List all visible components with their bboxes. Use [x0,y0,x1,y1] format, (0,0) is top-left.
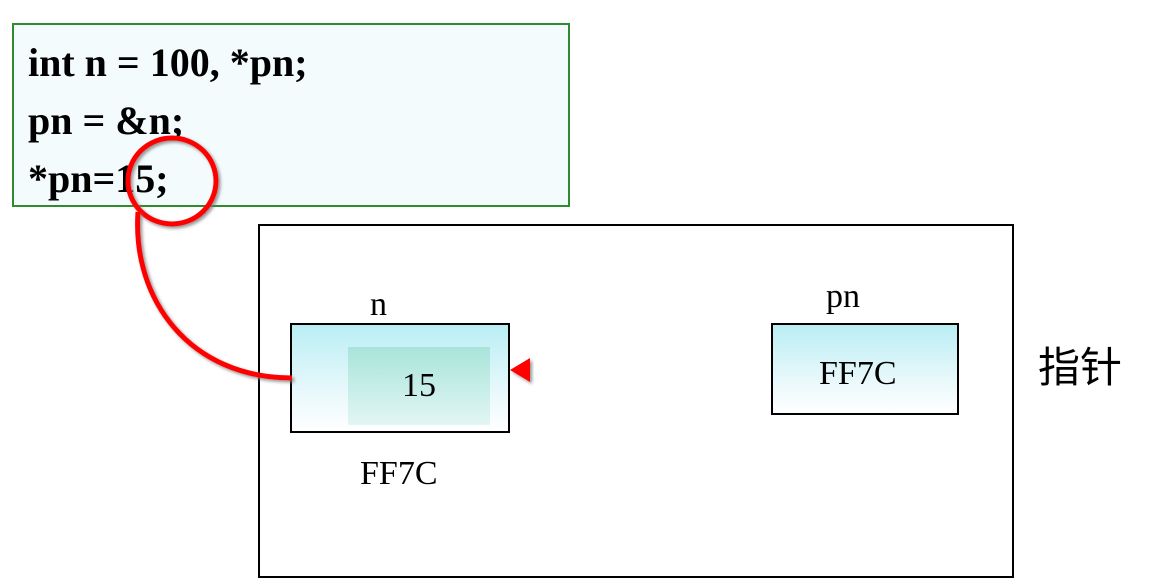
pointer-arrow-head [510,358,530,382]
var-n-value: 15 [402,367,436,404]
var-pn-value: FF7C [819,355,897,392]
connector-curve [135,211,293,381]
var-pn-name: pn [826,278,860,315]
var-n-cell: 15 [290,323,510,433]
code-panel: int n = 100, *pn; pn = &n; *pn=15; [12,23,570,207]
code-line-2: pn = &n; [28,98,185,143]
pointer-label: 指针 [1038,343,1123,392]
code-line-3: *pn=15; [28,156,169,201]
code-line-1: int n = 100, *pn; [28,40,308,85]
var-n-name: n [370,286,387,323]
var-pn-cell: FF7C [771,323,959,415]
var-n-value-area [348,347,490,425]
var-n-address: FF7C [360,455,438,492]
highlight-circle [125,135,219,227]
